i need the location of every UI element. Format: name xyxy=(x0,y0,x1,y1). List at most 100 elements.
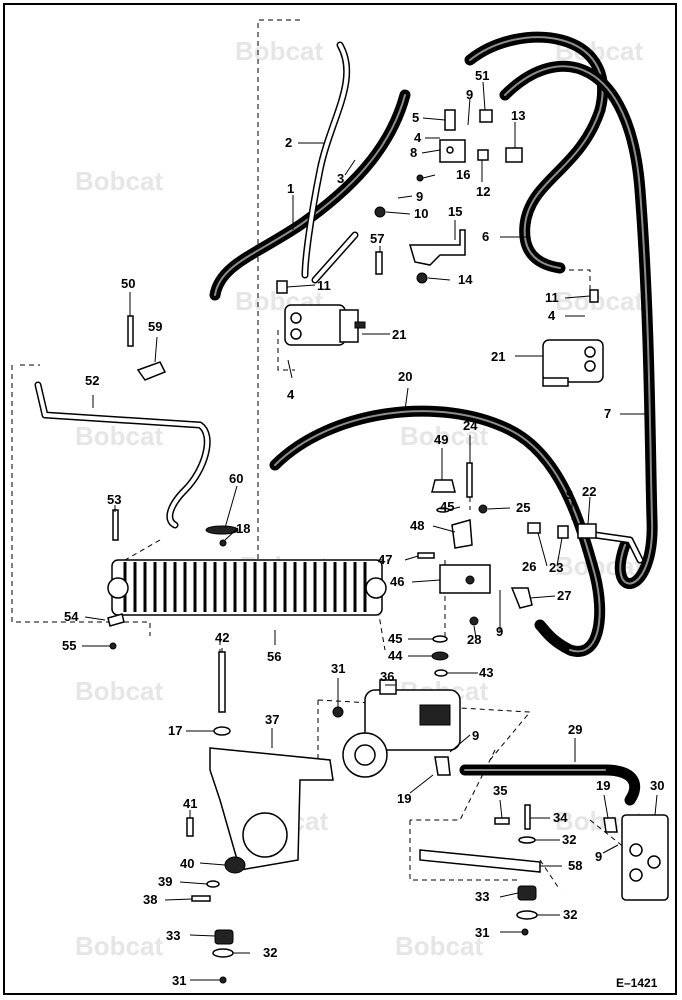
nut-18 xyxy=(219,539,227,547)
bolt-47 xyxy=(417,552,435,559)
callout-50: 50 xyxy=(121,276,135,291)
fitting-11-left xyxy=(276,280,288,294)
nut-14 xyxy=(416,272,428,284)
callout-52: 52 xyxy=(85,373,99,388)
parts xyxy=(107,109,669,984)
tubes xyxy=(34,41,644,564)
bolt-57 xyxy=(375,251,383,275)
callout-21-left: 21 xyxy=(392,327,406,342)
callout-44: 44 xyxy=(388,648,403,663)
watermark-text: Bobcat xyxy=(75,421,163,451)
callout-32-left: 32 xyxy=(263,945,277,960)
mount-33-left xyxy=(214,929,234,945)
nut-31 xyxy=(332,706,344,718)
valve-46 xyxy=(439,564,491,594)
callout-25: 25 xyxy=(516,500,530,515)
callout-11-right: 11 xyxy=(545,290,559,305)
elbow-19-valve xyxy=(603,817,618,833)
callout-33-left: 33 xyxy=(166,928,180,943)
nut-28 xyxy=(469,616,479,626)
callout-9-fitting: 9 xyxy=(566,487,573,502)
callout-35: 35 xyxy=(493,783,507,798)
callout-18: 18 xyxy=(236,521,250,536)
bolt-42 xyxy=(218,651,226,713)
callout-58: 58 xyxy=(568,858,582,873)
bolt-38 xyxy=(191,895,211,902)
callout-34: 34 xyxy=(553,810,568,825)
washer-32-left xyxy=(212,948,234,958)
callout-53: 53 xyxy=(107,492,121,507)
callout-28: 28 xyxy=(467,632,481,647)
isolator-40 xyxy=(224,856,246,874)
callout-31-left: 31 xyxy=(172,973,186,988)
hoses xyxy=(209,31,658,806)
fitting-10 xyxy=(374,206,386,218)
callout-6: 6 xyxy=(482,229,489,244)
callout-31-pump: 31 xyxy=(331,661,345,676)
callout-29: 29 xyxy=(568,722,582,737)
callout-17: 17 xyxy=(168,723,182,738)
callout-32-right: 32 xyxy=(563,907,577,922)
callout-42: 42 xyxy=(215,630,229,645)
nut-55 xyxy=(109,642,117,650)
bracket-54 xyxy=(107,613,125,627)
oring-45-lower xyxy=(432,635,448,643)
pressure-switch-13 xyxy=(505,147,523,163)
callout-9-valve: 9 xyxy=(595,849,602,864)
callout-3: 3 xyxy=(337,171,344,186)
callout-9-elbow: 9 xyxy=(496,624,503,639)
callout-11-left: 11 xyxy=(317,278,331,293)
callout-21-right: 21 xyxy=(491,349,505,364)
callout-45-top: 45 xyxy=(440,499,454,514)
callout-9-top: 9 xyxy=(466,87,473,102)
control-valve-30 xyxy=(621,814,669,901)
motor-21-right xyxy=(542,339,604,387)
callout-37: 37 xyxy=(265,712,279,727)
callout-47: 47 xyxy=(378,552,392,567)
callout-2: 2 xyxy=(285,135,292,150)
tube-52 xyxy=(34,381,211,529)
elbow-19 xyxy=(434,756,451,776)
callout-33-right: 33 xyxy=(475,889,489,904)
watermark-text: Bobcat xyxy=(75,166,163,196)
callout-22: 22 xyxy=(582,484,596,499)
callout-55: 55 xyxy=(62,638,76,653)
fitting-22 xyxy=(577,523,597,539)
bracket-15 xyxy=(408,229,466,266)
callout-labels: 1 2 3 4 4 4 5 6 7 8 9 9 9 9 9 9 9 10 11 … xyxy=(62,68,664,988)
callout-40: 40 xyxy=(180,856,194,871)
callout-48: 48 xyxy=(410,518,424,533)
washer-32-right xyxy=(516,910,538,920)
mount-33-right xyxy=(517,885,537,901)
callout-8: 8 xyxy=(410,145,417,160)
callout-38: 38 xyxy=(143,892,157,907)
nut-25 xyxy=(478,504,488,514)
watermark-text: Bobcat xyxy=(75,676,163,706)
callout-9-mid: 9 xyxy=(416,189,423,204)
callout-46: 46 xyxy=(390,574,404,589)
watermark-text: Bobcat xyxy=(555,286,643,316)
callout-14: 14 xyxy=(458,272,473,287)
callout-4-right: 4 xyxy=(548,308,556,323)
callout-39: 39 xyxy=(158,874,172,889)
callout-51: 51 xyxy=(475,68,489,83)
callout-9-pump: 9 xyxy=(472,728,479,743)
callout-45-lower: 45 xyxy=(388,631,402,646)
oil-cooler-56 xyxy=(107,559,387,616)
washer-17 xyxy=(213,726,231,736)
callout-23: 23 xyxy=(549,560,563,575)
plate-59 xyxy=(136,361,167,381)
bracket-48 xyxy=(451,519,473,549)
callout-24: 24 xyxy=(463,418,478,433)
callout-12: 12 xyxy=(476,184,490,199)
fitting-12 xyxy=(477,149,489,161)
callout-56: 56 xyxy=(267,649,281,664)
callout-15: 15 xyxy=(448,204,462,219)
fitting-23 xyxy=(557,525,569,539)
callout-57: 57 xyxy=(370,231,384,246)
hydraulic-pump-36 xyxy=(342,679,461,778)
leader-lines xyxy=(82,81,658,981)
fitting-51 xyxy=(479,109,493,123)
motor-21-left xyxy=(284,304,366,346)
watermark-text: Bobcat xyxy=(395,931,483,961)
